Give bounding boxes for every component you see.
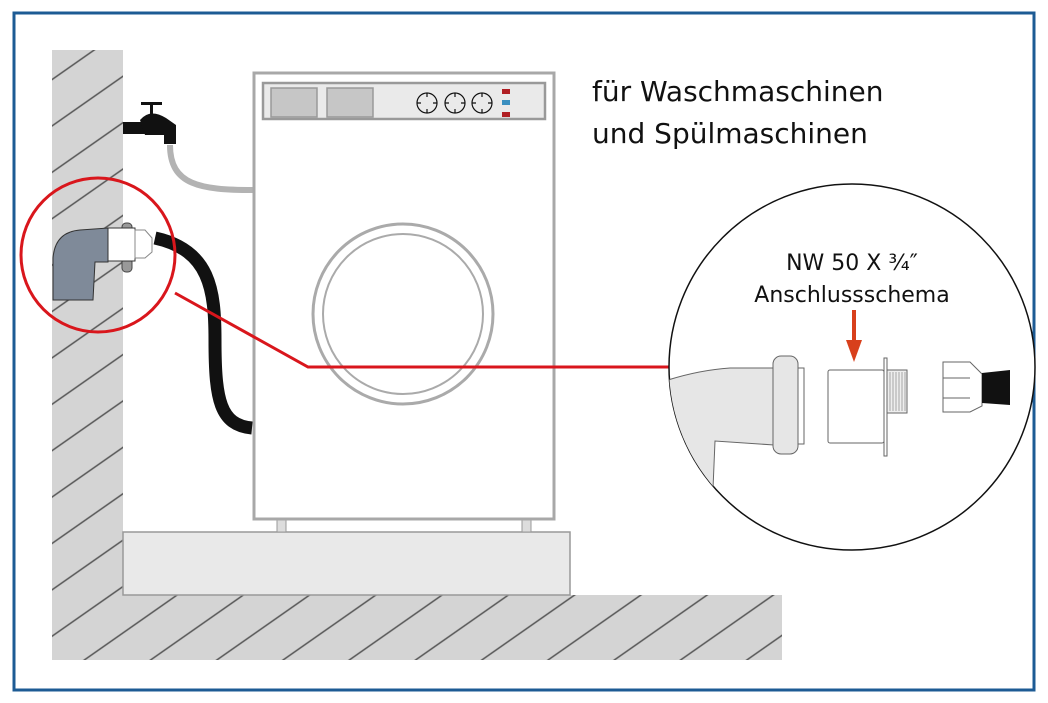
platform [122, 531, 571, 596]
title-line-2: und Spülmaschinen [592, 117, 868, 150]
callout-line [174, 291, 670, 369]
size-label: NW 50 X ¾″ [786, 251, 918, 276]
wall [52, 50, 123, 660]
highlight-circle [19, 176, 177, 334]
floor [52, 595, 782, 660]
knobs [416, 92, 493, 114]
detail-caption: Anschlussschema [754, 283, 949, 308]
water-tap-icon [123, 102, 254, 193]
wall-elbow-connector [52, 222, 153, 301]
inlet-hose [167, 144, 254, 193]
display-right [326, 87, 374, 118]
title-line-1: für Waschmaschinen [592, 75, 883, 108]
arrow-down-icon [852, 310, 856, 346]
washing-machine [252, 71, 556, 533]
display-left [270, 87, 318, 118]
drain-hose [153, 231, 253, 435]
